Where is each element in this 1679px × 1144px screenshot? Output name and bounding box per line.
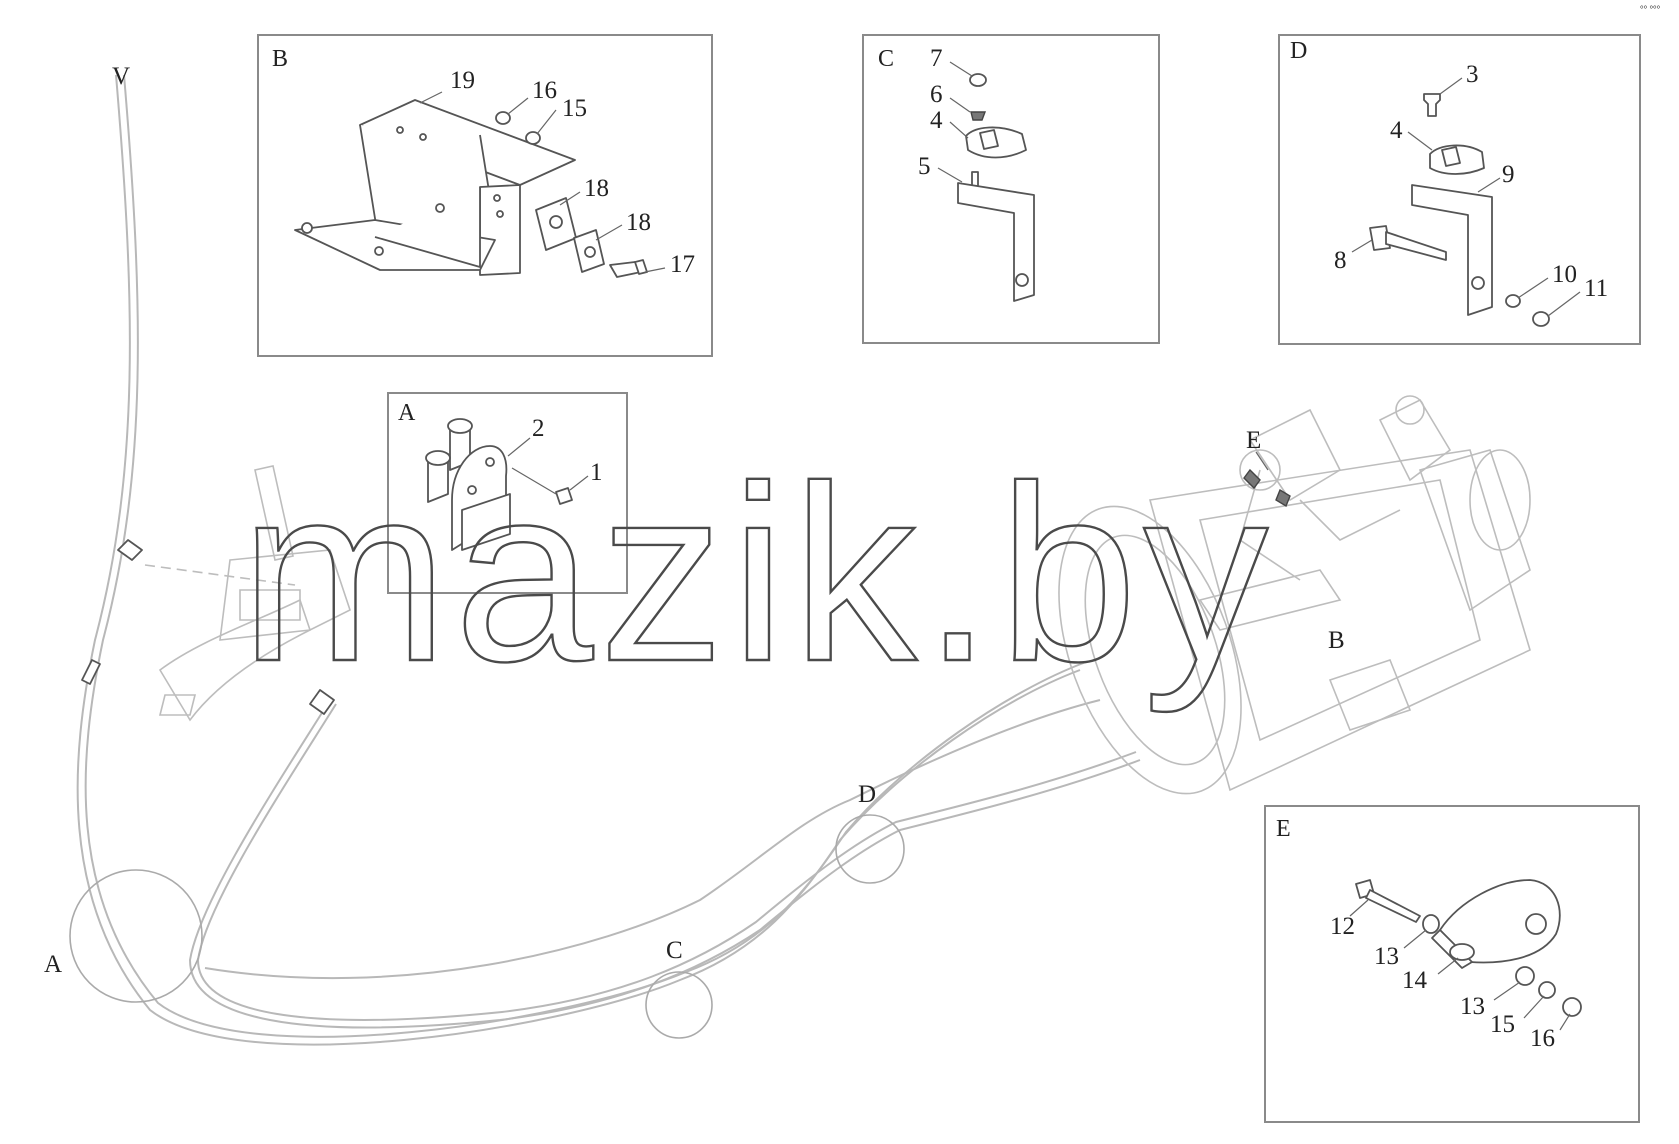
detail-panel-d: D 3 4 9 8 10 11 xyxy=(1278,34,1641,345)
svg-text:3: 3 xyxy=(1466,61,1479,88)
cable-end-fitting xyxy=(309,689,335,715)
panel-letter: D xyxy=(1290,38,1307,64)
panel-letter: E xyxy=(1276,816,1291,842)
svg-text:18: 18 xyxy=(626,209,651,236)
detail-panel-c: C 7 6 4 5 xyxy=(862,34,1160,344)
locator-c: C xyxy=(666,937,683,964)
panel-letter: C xyxy=(878,46,894,72)
detail-circles xyxy=(69,814,905,1039)
watermark: mazik.by xyxy=(240,434,1274,713)
svg-text:4: 4 xyxy=(1390,117,1403,144)
svg-text:13: 13 xyxy=(1460,993,1485,1020)
svg-text:15: 15 xyxy=(562,95,587,122)
detail-panel-e: E 12 13 14 13 15 16 xyxy=(1264,805,1640,1123)
locator-b: B xyxy=(1328,627,1345,654)
svg-text:1: 1 xyxy=(590,459,603,486)
locator-e: E xyxy=(1246,427,1261,454)
cable-end-label: V xyxy=(112,63,130,90)
svg-text:15: 15 xyxy=(1490,1011,1515,1038)
svg-text:5: 5 xyxy=(918,153,931,180)
detail-circle-c xyxy=(645,971,713,1039)
svg-text:12: 12 xyxy=(1330,913,1355,940)
gearbox-assembly xyxy=(1058,395,1531,795)
panel-letter: A xyxy=(398,400,416,426)
svg-text:10: 10 xyxy=(1552,261,1577,288)
svg-text:19: 19 xyxy=(450,67,475,94)
detail-circle-d xyxy=(835,814,905,884)
svg-text:17: 17 xyxy=(670,251,695,278)
detail-panel-a: A 2 1 xyxy=(387,392,628,594)
cable-end-fitting xyxy=(117,539,143,561)
svg-text:16: 16 xyxy=(1530,1025,1555,1052)
detail-panel-b: B 19 16 15 18 18 17 xyxy=(257,34,713,357)
svg-text:11: 11 xyxy=(1584,275,1608,302)
cable-joint xyxy=(81,659,101,685)
locator-d: D xyxy=(858,781,876,808)
svg-text:9: 9 xyxy=(1502,161,1515,188)
svg-text:6: 6 xyxy=(930,81,943,108)
locator-a: A xyxy=(44,951,62,978)
svg-text:14: 14 xyxy=(1402,967,1428,994)
corner-mark: °° °°° xyxy=(1640,4,1661,14)
svg-text:7: 7 xyxy=(930,45,943,72)
svg-text:4: 4 xyxy=(930,107,943,134)
svg-text:18: 18 xyxy=(584,175,609,202)
svg-text:13: 13 xyxy=(1374,943,1399,970)
detail-circle-a xyxy=(69,869,203,1003)
svg-text:16: 16 xyxy=(532,77,557,104)
svg-text:2: 2 xyxy=(532,415,545,442)
panel-letter: B xyxy=(272,46,288,72)
svg-text:8: 8 xyxy=(1334,247,1347,274)
shift-lever-assembly xyxy=(144,465,351,722)
